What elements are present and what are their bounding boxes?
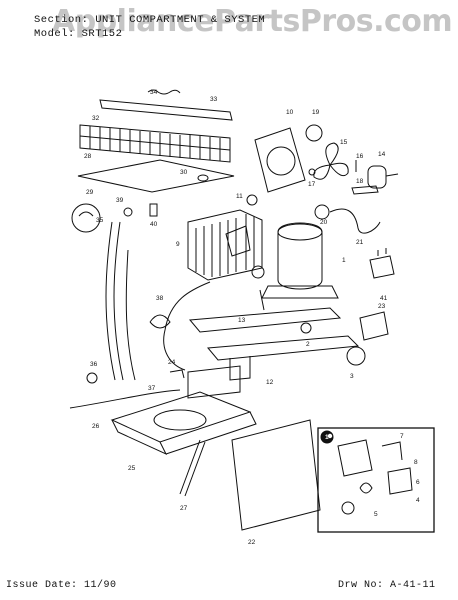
callout: 24 <box>168 359 176 366</box>
evaporator-coil <box>187 209 263 281</box>
callout-labels: 34 33 32 28 29 30 35 39 40 10 19 15 16 1… <box>84 89 420 546</box>
inset-badge: 1 <box>325 434 329 441</box>
callout: 11 <box>236 193 243 200</box>
callout: 29 <box>86 189 94 196</box>
part-20 <box>314 204 330 220</box>
callout: 27 <box>180 505 188 512</box>
detail-circle-3 <box>346 346 366 366</box>
bracket-18 <box>351 185 379 195</box>
drain-tube <box>105 221 116 381</box>
drain-pan <box>110 391 257 456</box>
power-cord <box>163 281 211 371</box>
callout: 20 <box>320 219 328 226</box>
callout: 5 <box>374 511 378 518</box>
relay-41 <box>369 255 395 279</box>
callout: 7 <box>400 433 404 440</box>
callout: 30 <box>180 169 188 176</box>
screw-17 <box>308 168 316 176</box>
callout: 6 <box>416 479 420 486</box>
callout: 23 <box>378 303 386 310</box>
watermark: AppliancePartsPros.com <box>52 4 453 39</box>
callout: 38 <box>156 295 164 302</box>
callout: 18 <box>356 178 364 185</box>
bracket-40 <box>149 203 158 217</box>
wire-harness-21 <box>329 208 381 234</box>
pan-rail-27 <box>179 439 201 495</box>
callout: 15 <box>340 139 348 146</box>
callout: 19 <box>312 109 320 116</box>
mounting-part-13 <box>259 289 265 311</box>
callout: 16 <box>356 153 364 160</box>
callout: 28 <box>84 153 92 160</box>
section-title: Section: UNIT COMPARTMENT & SYSTEM <box>34 14 266 26</box>
callout: 41 <box>380 295 388 302</box>
callout: 35 <box>96 217 104 224</box>
drip-plate <box>77 159 235 193</box>
callout: 17 <box>308 181 316 188</box>
tube-assembly <box>99 99 233 121</box>
callout: 25 <box>128 465 136 472</box>
issue-date: Issue Date: 11/90 <box>6 580 117 591</box>
access-panel-22 <box>231 419 321 531</box>
detail-circle-35 <box>71 203 101 233</box>
callout: 13 <box>238 317 246 324</box>
fan-shroud <box>254 127 306 193</box>
callout: 32 <box>92 115 100 122</box>
clamp-36 <box>86 372 98 384</box>
callout: 39 <box>116 197 124 204</box>
overload-23 <box>359 311 389 341</box>
callout: 1 <box>342 257 346 264</box>
callout: 36 <box>90 361 98 368</box>
callout: 2 <box>306 341 310 348</box>
model-label: Model: SRT152 <box>34 28 123 40</box>
bushing-11 <box>246 194 258 206</box>
fan-blade <box>313 142 349 180</box>
callout: 34 <box>150 89 158 96</box>
fan-part-19 <box>305 124 323 142</box>
callout: 3 <box>350 373 354 380</box>
clip-part <box>197 174 209 182</box>
callout: 14 <box>378 151 386 158</box>
callout: 12 <box>266 379 274 386</box>
callout: 40 <box>150 221 158 228</box>
fan-motor <box>367 165 399 189</box>
tube-37 <box>69 389 181 409</box>
compressor <box>261 222 339 299</box>
callout: 9 <box>176 241 180 248</box>
callout: 26 <box>92 423 100 430</box>
callout: 37 <box>148 385 156 392</box>
callout: 33 <box>210 96 218 103</box>
callout: 8 <box>414 459 418 466</box>
callout: 21 <box>356 239 364 246</box>
grommet-39 <box>123 207 133 217</box>
inset-marker-1 <box>251 265 265 279</box>
condenser-coil <box>79 124 231 163</box>
callout: 10 <box>286 109 294 116</box>
drawing-number: Drw No: A-41-11 <box>338 580 436 591</box>
wire-part <box>147 89 181 95</box>
callout: 4 <box>416 497 420 504</box>
callout: 22 <box>248 539 256 546</box>
grommet-2 <box>300 322 312 334</box>
coil-wire-38 <box>149 314 171 329</box>
clip-24 <box>169 369 185 379</box>
base-rail-12 <box>187 307 360 399</box>
